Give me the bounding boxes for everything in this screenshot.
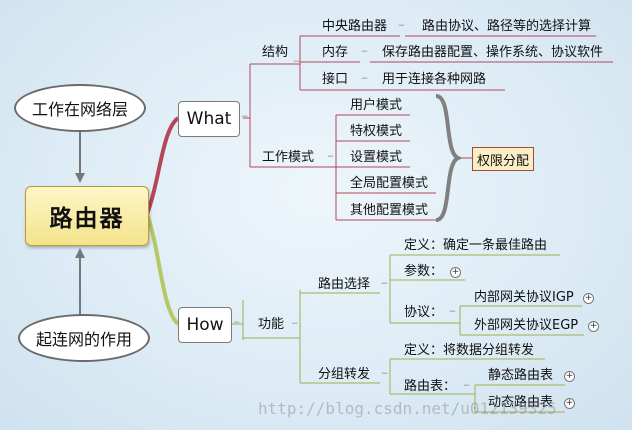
structure-item-name[interactable]: 接口 (322, 72, 349, 87)
what-label: What (186, 109, 232, 129)
collapse-icon[interactable]: − (360, 47, 369, 57)
expand-icon[interactable]: + (588, 321, 599, 332)
routing-definition[interactable]: 定义：确定一条最佳路由 (404, 238, 548, 253)
how-node[interactable]: How (178, 307, 232, 343)
expand-icon[interactable]: + (564, 398, 575, 409)
forwarding-definition[interactable]: 定义：将数据分组转发 (404, 343, 535, 358)
routing-table-label[interactable]: 路由表： (404, 379, 457, 394)
structure-item-desc[interactable]: 路由协议、路径等的选择计算 (422, 19, 592, 34)
permission-tag-label: 权限分配 (476, 153, 529, 169)
watermark: http://blog.csdn.net/u012139325 (258, 399, 557, 418)
collapse-icon[interactable]: − (360, 74, 369, 84)
protocol-item[interactable]: 内部网关协议IGP (474, 290, 574, 305)
mode-item[interactable]: 全局配置模式 (350, 176, 429, 191)
expand-icon[interactable]: + (450, 267, 461, 278)
collapse-icon[interactable]: − (397, 21, 406, 31)
collapse-icon[interactable]: − (326, 152, 335, 162)
mode-item[interactable]: 用户模式 (350, 98, 403, 113)
mode-item[interactable]: 特权模式 (350, 124, 403, 139)
expand-icon[interactable]: + (583, 293, 594, 304)
work-modes-label[interactable]: 工作模式 (262, 150, 315, 165)
collapse-icon[interactable]: − (448, 307, 457, 317)
mode-item[interactable]: 其他配置模式 (350, 203, 429, 218)
structure-item-desc[interactable]: 用于连接各种网路 (382, 72, 487, 87)
structure-label[interactable]: 结构 (262, 45, 289, 60)
mode-item[interactable]: 设置模式 (350, 150, 403, 165)
routing-label[interactable]: 路由选择 (318, 277, 371, 292)
function-label[interactable]: 功能 (258, 317, 285, 332)
structure-item-desc[interactable]: 保存路由器配置、操作系统、协议软件 (382, 45, 604, 60)
permission-tag[interactable]: 权限分配 (472, 147, 534, 171)
forwarding-label[interactable]: 分组转发 (318, 367, 371, 382)
root-label: 路由器 (49, 206, 125, 232)
structure-item-name[interactable]: 中央路由器 (322, 19, 388, 34)
networking-role-label: 起连网的作用 (35, 330, 132, 349)
collapse-icon[interactable]: − (232, 318, 241, 328)
networking-role-ellipse: 起连网的作用 (18, 314, 150, 362)
expand-icon[interactable]: + (564, 371, 575, 382)
protocol-item[interactable]: 外部网关协议EGP (474, 318, 579, 333)
collapse-icon[interactable]: − (380, 369, 389, 379)
root-node[interactable]: 路由器 (25, 186, 149, 246)
collapse-icon[interactable]: − (462, 381, 471, 391)
routing-table-item[interactable]: 动态路由表 (488, 395, 554, 410)
collapse-icon[interactable]: − (290, 319, 299, 329)
structure-item-name[interactable]: 内存 (322, 45, 349, 60)
collapse-icon[interactable]: − (240, 112, 249, 122)
what-node[interactable]: What (178, 101, 240, 137)
how-label: How (186, 315, 224, 335)
routing-protocols-label[interactable]: 协议： (404, 305, 444, 320)
network-layer-ellipse: 工作在网络层 (14, 84, 146, 132)
routing-table-item[interactable]: 静态路由表 (488, 368, 554, 383)
collapse-icon[interactable]: − (292, 57, 301, 67)
routing-params[interactable]: 参数： (404, 264, 444, 279)
network-layer-label: 工作在网络层 (31, 100, 128, 119)
collapse-icon[interactable]: − (380, 279, 389, 289)
